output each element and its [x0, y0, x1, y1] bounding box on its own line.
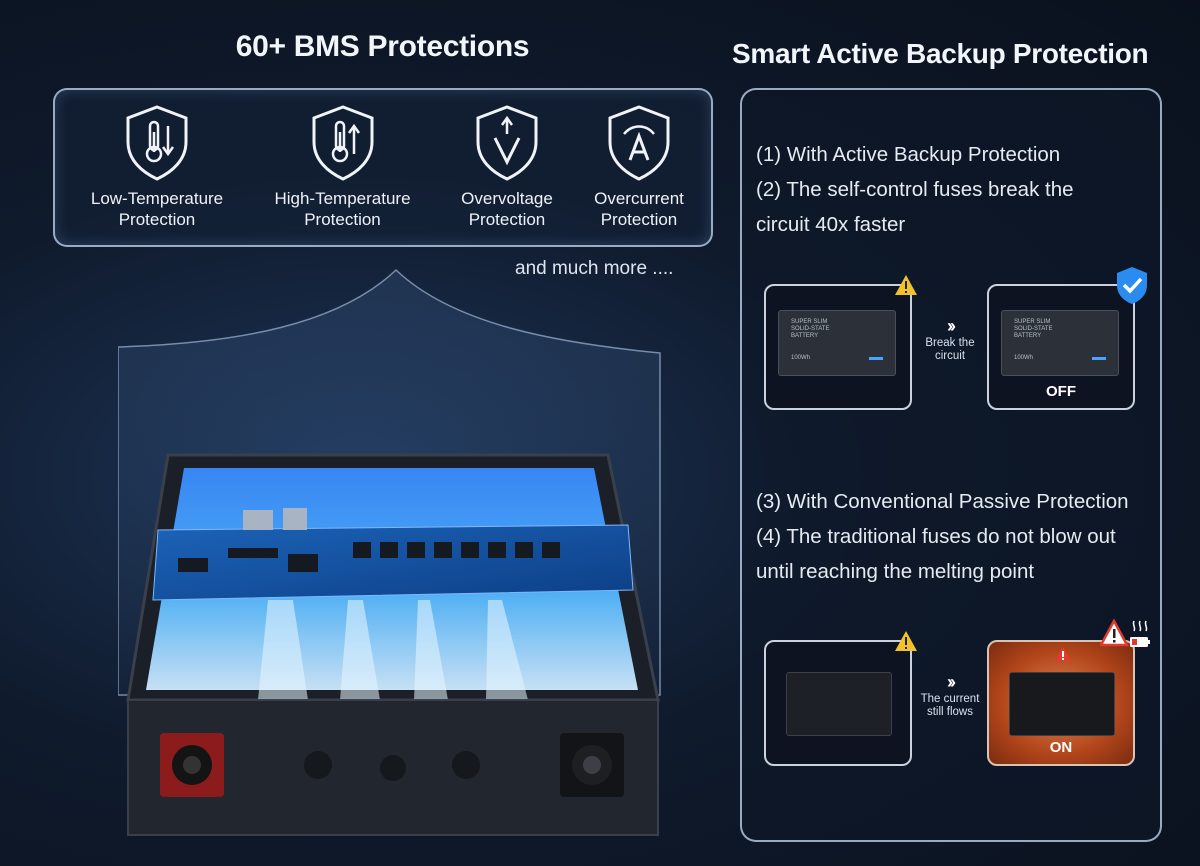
break-circuit-arrow: ›› Break the circuit — [918, 316, 982, 363]
battery-internal-illustration — [126, 453, 660, 836]
bms-protections-title: 60+ BMS Protections — [235, 30, 530, 63]
battery-device-body: SUPER SLIM SOLID-STATE BATTERY 100Wh — [778, 310, 896, 376]
protection-label: Overcurrent — [594, 189, 684, 208]
device-text: SUPER SLIM — [791, 319, 828, 325]
device-text: BATTERY — [791, 333, 819, 339]
step-4-text-continued: until reaching the melting point — [756, 560, 1035, 583]
high-temperature-protection: High-Temperature Protection — [260, 104, 425, 230]
device-capacity: 100Wh — [791, 355, 811, 361]
smart-active-backup-title: Smart Active Backup Protection — [732, 38, 1149, 69]
step-1-text: (1) With Active Backup Protection — [756, 143, 1061, 166]
device-text: SOLID-STATE — [1014, 326, 1053, 332]
alert-icon — [1055, 647, 1071, 661]
bms-protections-panel: Low-Temperature Protection High-Temperat… — [53, 88, 713, 247]
shield-check-icon — [1117, 267, 1147, 304]
low-temperature-protection: Low-Temperature Protection — [77, 104, 237, 230]
protection-label: Protection — [600, 210, 678, 229]
overcurrent-protection: Overcurrent Protection — [583, 104, 695, 230]
arrow-label: Break the — [925, 337, 975, 349]
step-3-text: (3) With Conventional Passive Protection — [756, 490, 1129, 513]
on-status: ON — [1049, 739, 1073, 756]
device-text: SOLID-STATE — [791, 326, 830, 332]
step-2-text-continued: circuit 40x faster — [756, 213, 906, 236]
off-status: OFF — [1046, 383, 1076, 400]
protection-label: Protection — [304, 210, 381, 229]
backup-protection-panel: (1) With Active Backup Protection (2) Th… — [740, 88, 1162, 842]
battery-device-warning: SUPER SLIM SOLID-STATE BATTERY 100Wh — [764, 284, 912, 410]
step-2-text: (2) The self-control fuses break the — [756, 178, 1074, 201]
overcurrent-shield-icon — [608, 105, 670, 181]
high-temperature-shield-icon — [312, 105, 373, 181]
device-capacity: 100Wh — [1014, 355, 1034, 361]
battery-device-body — [1009, 672, 1115, 736]
protection-label: Overvoltage — [461, 189, 553, 208]
warning-icon — [895, 631, 917, 651]
and-much-more-text: and much more .... — [515, 258, 674, 279]
device-text: BATTERY — [1014, 333, 1042, 339]
protection-label: Protection — [118, 210, 196, 229]
arrow-label: circuit — [934, 350, 966, 362]
double-chevron-icon: ›› — [947, 672, 956, 692]
protection-label: High-Temperature — [274, 189, 411, 208]
low-temperature-shield-icon — [126, 105, 188, 181]
battery-device-body — [786, 672, 892, 736]
overvoltage-protection: Overvoltage Protection — [447, 104, 567, 230]
overvoltage-shield-icon — [476, 105, 538, 181]
battery-device-warning — [764, 640, 912, 766]
battery-device-protected: SUPER SLIM SOLID-STATE BATTERY 100Wh OFF — [987, 284, 1135, 410]
double-chevron-icon: ›› — [947, 316, 956, 336]
step-4-text: (4) The traditional fuses do not blow ou… — [756, 525, 1116, 548]
device-text: SUPER SLIM — [1014, 319, 1051, 325]
arrow-label: still flows — [926, 706, 973, 718]
overheat-low-battery-icon — [1100, 618, 1150, 647]
current-flows-arrow: ›› The current still flows — [914, 672, 986, 719]
protection-label: Protection — [468, 210, 546, 229]
protection-label: Low-Temperature — [90, 189, 224, 208]
battery-device-body: SUPER SLIM SOLID-STATE BATTERY 100Wh — [1001, 310, 1119, 376]
arrow-label: The current — [920, 693, 980, 705]
warning-icon — [895, 275, 917, 295]
